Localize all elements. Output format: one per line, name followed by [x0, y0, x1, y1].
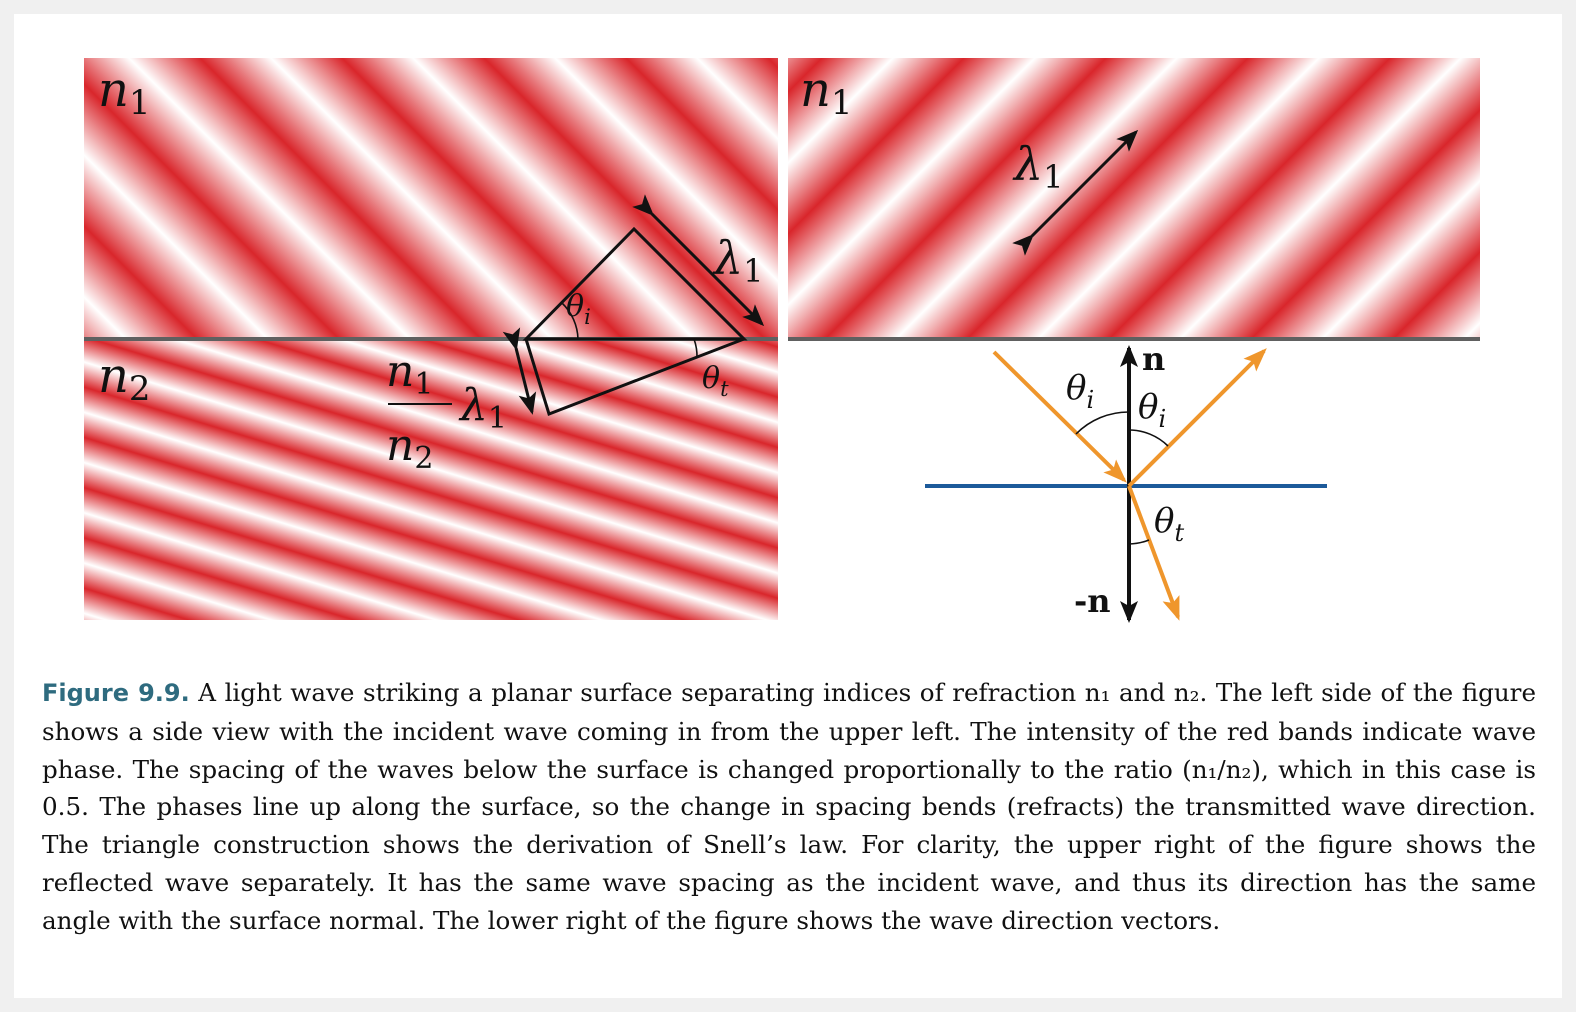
- lambda1-arrow-lower: [502, 327, 537, 415]
- label-normal: n: [1142, 340, 1165, 378]
- theta-i-arc-reflected: [1128, 429, 1169, 447]
- label-lambda1-reflected: λ1: [1012, 137, 1064, 196]
- theta-i-arc-left: [561, 302, 579, 340]
- caption-text: A light wave striking a planar surface s…: [42, 678, 1536, 935]
- theta-t-arc: [1128, 539, 1150, 545]
- incident-wave-region: [84, 58, 778, 340]
- label-neg-normal: -n: [1074, 582, 1111, 620]
- incident-ray: [992, 350, 1127, 483]
- page: n1 n2 λ1 θi θt n1 n2 λ1 n1 λ1 n -n θi θi: [14, 14, 1562, 998]
- reflected-wave-region: [788, 58, 1480, 340]
- label-n1-left: n1: [98, 62, 151, 123]
- transmitted-wave-region: [84, 340, 778, 620]
- figure-number: Figure 9.9.: [42, 679, 190, 707]
- label-ratio-lambda1: λ1: [458, 380, 507, 436]
- reflected-ray: [1127, 348, 1267, 488]
- figure-caption: Figure 9.9. A light wave striking a plan…: [42, 674, 1536, 940]
- left-panel: n1 n2 λ1 θi θt n1 n2 λ1: [84, 58, 778, 620]
- label-theta-t-left: θt: [702, 361, 729, 401]
- label-theta-t: θt: [1154, 501, 1184, 547]
- theta-t-arc-left: [693, 338, 698, 359]
- lambda1-arrow-reflected: [1012, 129, 1139, 256]
- figure-svg: n1 n2 λ1 θi θt n1 n2 λ1 n1 λ1 n -n θi θi: [84, 58, 1480, 623]
- right-panel: n1 λ1 n -n θi θi θt: [788, 58, 1480, 623]
- theta-i-arc-incident: [1075, 411, 1130, 435]
- label-n1-right: n1: [800, 62, 853, 123]
- label-n2-left: n2: [98, 348, 151, 409]
- transmitted-ray: [1127, 485, 1180, 621]
- label-ratio-denominator: n2: [386, 420, 433, 476]
- label-lambda1-upper: λ1: [712, 231, 764, 290]
- label-ratio-numerator: n1: [386, 346, 433, 402]
- label-theta-i-incident: θi: [1066, 368, 1094, 414]
- label-theta-i-left: θi: [566, 289, 591, 329]
- label-theta-i-reflected: θi: [1138, 387, 1166, 433]
- lambda1-arrow-upper: [632, 194, 765, 327]
